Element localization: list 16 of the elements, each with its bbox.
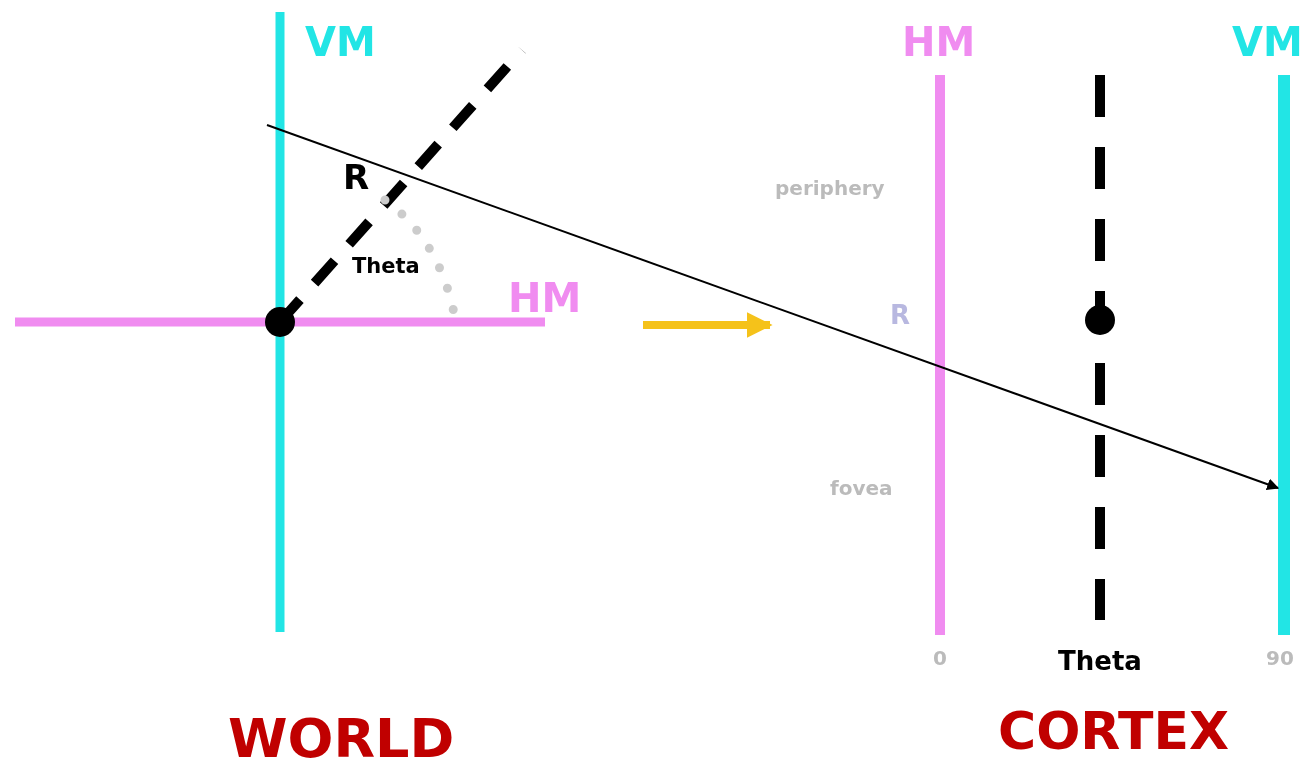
arrow: [266, 124, 1280, 490]
axis-label: VM: [305, 22, 376, 62]
distance-label: R: [890, 302, 911, 328]
axis-label: HM: [902, 22, 976, 62]
region-label: fovea: [830, 478, 893, 498]
angle-label: Theta: [1058, 648, 1142, 674]
tick-label: 0: [933, 648, 947, 668]
region-label: periphery: [775, 178, 885, 198]
meridian-bar: [1278, 75, 1290, 635]
panel-title: CORTEX: [998, 705, 1230, 757]
angle-label: Theta: [352, 256, 420, 277]
panel-title: WORLD: [228, 712, 455, 766]
distance-label: R: [343, 160, 370, 194]
axis-label: HM: [508, 278, 582, 318]
tick-label: 90: [1266, 648, 1294, 668]
axis-label: VM: [1232, 22, 1303, 62]
